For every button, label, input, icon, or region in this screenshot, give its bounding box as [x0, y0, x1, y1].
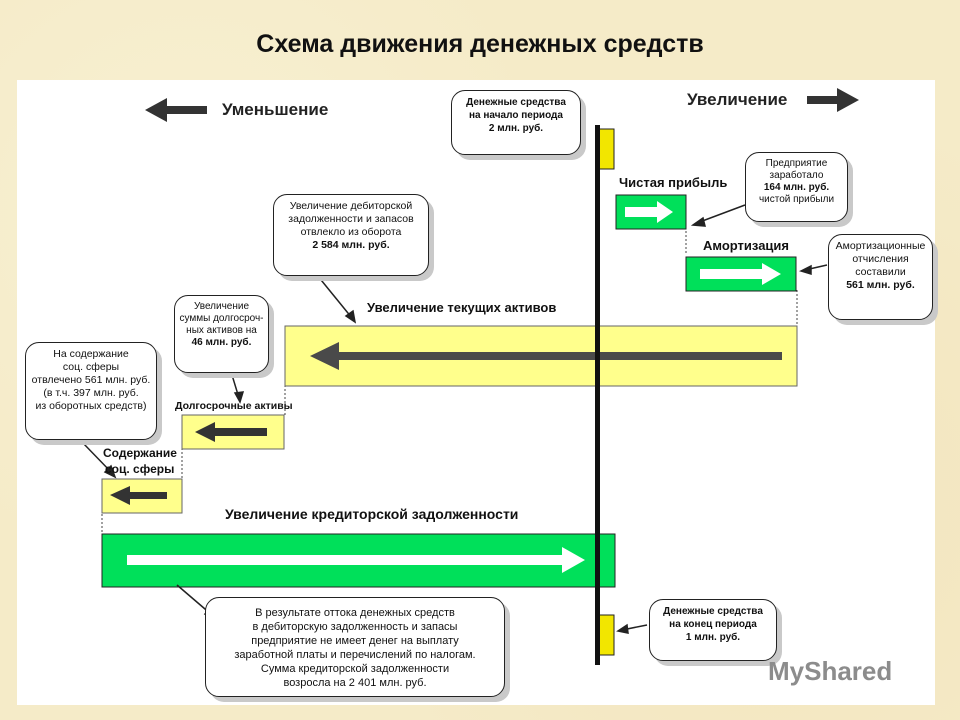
amortization-label: Амортизация	[703, 238, 789, 253]
diagram-canvas: Уменьшение Увеличение Чистая прибыль Амо…	[17, 80, 935, 705]
payables-arrow-icon	[127, 547, 585, 573]
long-term-assets-label: Долгосрочные активы	[175, 400, 293, 412]
callout-pointers	[81, 204, 828, 634]
social-label-2: соц. сферы	[105, 462, 175, 476]
net-profit-arrow-icon	[625, 201, 673, 223]
net-profit-label: Чистая прибыль	[619, 175, 728, 190]
cash-end-block	[597, 614, 615, 656]
cash-start-block	[597, 128, 615, 170]
cash-axis	[595, 125, 600, 665]
page-title: Схема движения денежных средств	[256, 30, 704, 58]
decrease-arrow-icon	[145, 98, 207, 122]
social-arrow-icon	[110, 486, 167, 505]
current-assets-arrow-icon	[310, 342, 782, 370]
increase-label: Увеличение	[687, 90, 788, 109]
amortization-arrow-icon	[700, 263, 781, 285]
payables-label: Увеличение кредиторской задолженности	[225, 506, 519, 522]
decrease-label: Уменьшение	[222, 100, 329, 119]
diagram-graphics	[81, 88, 859, 665]
increase-arrow-icon	[807, 88, 859, 112]
long-term-arrow-icon	[195, 422, 267, 442]
social-label-1: Содержание	[103, 446, 177, 460]
watermark-logo: MyShared	[768, 656, 893, 686]
current-assets-label: Увеличение текущих активов	[367, 300, 557, 315]
